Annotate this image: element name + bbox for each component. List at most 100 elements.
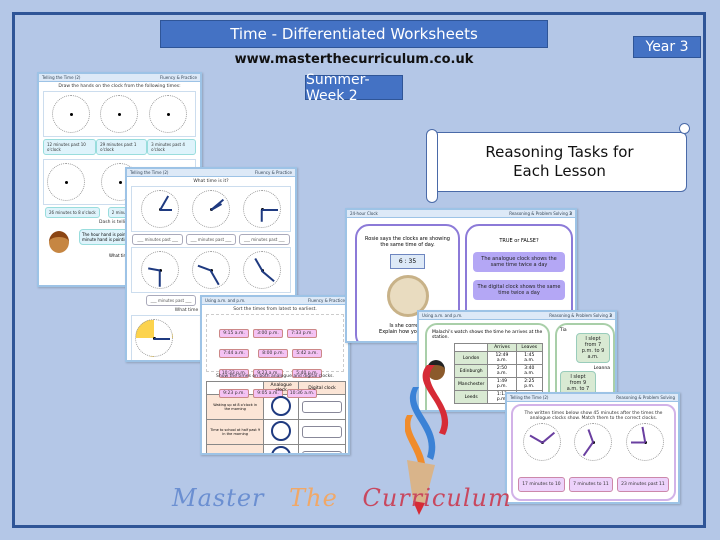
sheet-header: 24-hour Clock Reasoning & Problem Solving…: [347, 210, 575, 218]
year-badge: Year 3: [633, 36, 701, 58]
clock-icon: [522, 423, 561, 461]
signature-word: Master: [172, 484, 265, 512]
time-label[interactable]: 17 minutes to 10: [518, 477, 565, 492]
sheet-header-right: Fluency & Practice: [159, 75, 197, 80]
master-the-curriculum-signature: Master The Curriculum: [172, 484, 512, 512]
sheet-header: Telling the Time (2) Reasoning & Problem …: [507, 394, 678, 402]
digital-answer-box[interactable]: [301, 401, 342, 413]
clock-icon: [242, 251, 281, 289]
row-label: Time to school at half past 9 in the mor…: [205, 419, 265, 445]
statement: Rosie says the clocks are showing the sa…: [365, 236, 450, 248]
worksheet-sort-times: Using a.m. and p.m.Fluency & Practice So…: [200, 295, 350, 455]
clock-icon: [574, 423, 613, 461]
sheet-header: Using a.m. and p.m.Reasoning & Problem S…: [419, 312, 615, 320]
title-banner: Time - Differentiated Worksheets: [160, 20, 548, 48]
shaded-clock-icon: [135, 319, 173, 357]
answer-row: ___ minutes past ___ ___ minutes past __…: [131, 234, 291, 245]
week-text: Summer- Week 2: [306, 71, 370, 104]
row-label: Waking up at 8 o'clock in the morning: [205, 394, 265, 420]
slide-frame: [12, 12, 706, 528]
week-banner: Summer- Week 2: [305, 72, 403, 104]
clock-icon: [141, 190, 180, 228]
clock-row: [516, 423, 671, 461]
clock-icon: [626, 423, 665, 461]
digital-clock: 6 : 35: [389, 254, 426, 269]
pencil-logo-icon: [405, 365, 449, 515]
title-text: Time - Differentiated Worksheets: [230, 25, 478, 43]
sheet-header-left: Using a.m. and p.m.: [422, 313, 463, 318]
time-card[interactable]: 3:00 p.m.: [253, 329, 283, 338]
digital-answer-box[interactable]: [301, 451, 342, 453]
time-cards: 9:15 a.m. 3:00 p.m. 7:33 p.m. 7:44 a.m. 8:0…: [206, 314, 344, 398]
sheet-header-left: Telling the Time (2): [130, 170, 169, 175]
answer-box[interactable]: ___ minutes past ___: [132, 234, 183, 245]
time-card[interactable]: 9:15 a.m.: [219, 329, 249, 338]
time-card[interactable]: 5:42 a.m.: [292, 349, 323, 358]
answer-box[interactable]: ___ minutes past ___: [185, 234, 237, 245]
sheet-header-left: 24-hour Clock: [350, 211, 378, 216]
time-card[interactable]: 8:00 p.m.: [258, 349, 289, 358]
page-number: 3: [569, 211, 572, 216]
sheet-header-right: Reasoning & Problem Solving: [616, 395, 675, 400]
label-row: 17 minutes to 10 7 minutes to 11 23 minu…: [516, 477, 671, 492]
blank-clock-icon: [47, 163, 85, 201]
column-header: Arrives: [487, 343, 517, 352]
tf-statement: The analogue clock shows the same time t…: [473, 252, 565, 272]
year-text: Year 3: [645, 39, 689, 55]
label-row: 12 minutes past 10 o'clock 29 minutes pa…: [43, 139, 196, 155]
time-label: 29 minutes past 1 o'clock: [96, 139, 148, 155]
sheet-header-left: Telling the Time (2): [510, 395, 549, 400]
blank-clock-icon: [52, 95, 91, 133]
clock-row: [131, 247, 291, 293]
statement: Malachi's watch shows the time he arrive…: [432, 330, 543, 340]
callout-line2: Each Lesson: [513, 162, 606, 180]
sheet-header-right: Reasoning & Problem Solving: [509, 211, 568, 216]
sheet-header: Using a.m. and p.m. Fluency & Practice: [202, 297, 348, 305]
sheet-instruction: What time is it?: [193, 179, 229, 184]
time-card[interactable]: 5:40 p.m.: [292, 369, 323, 378]
worksheet-what-time: Telling the Time (2) Fluency & Practice W…: [125, 167, 297, 362]
column-header: Leaves: [515, 343, 544, 352]
match-panel: The written times below show 45 minutes …: [511, 404, 676, 501]
time-label[interactable]: 7 minutes to 11: [569, 477, 613, 492]
tf-title: TRUE or FALSE?: [499, 238, 539, 244]
time-card[interactable]: 10:36 a.m.: [287, 389, 317, 398]
time-card[interactable]: 9:23 a.m.: [253, 369, 283, 378]
signature-word: Curriculum: [362, 484, 512, 512]
time-card[interactable]: 9:05 a.m.: [253, 389, 283, 398]
clock-icon: [242, 190, 281, 228]
time-card[interactable]: 7:44 a.m.: [219, 349, 249, 358]
digital-answer-box[interactable]: [301, 426, 342, 438]
time-card[interactable]: 7:33 p.m.: [287, 329, 317, 338]
clock-icon: [141, 251, 180, 289]
sheet-header: Telling the Time (2) Fluency & Practice: [127, 169, 295, 177]
sheet-instruction: The written times below show 45 minutes …: [524, 411, 663, 421]
speech-bubble: I slept from 7 p.m. to 9 a.m.: [576, 333, 610, 363]
time-card[interactable]: 9:23 p.m.: [219, 389, 249, 398]
website-url[interactable]: www.masterthecurriculum.co.uk: [234, 52, 474, 67]
sheet-header-right: Fluency & Practice: [254, 170, 292, 175]
callout-line1: Reasoning Tasks for: [485, 142, 634, 161]
worksheet-match-clocks: Telling the Time (2) Reasoning & Problem …: [505, 392, 680, 504]
answer-box[interactable]: ___ minutes past ___: [238, 234, 290, 245]
character-name: Leanna: [593, 366, 610, 371]
sheet-header-left: Using a.m. and p.m.: [205, 298, 246, 303]
sheet-header-right: Fluency & Practice: [307, 298, 345, 303]
row-label: Lunch time is at quarter past 1 in the a…: [205, 444, 265, 453]
clock-icon: [191, 190, 230, 228]
reasoning-callout-scroll: Reasoning Tasks for Each Lesson: [426, 123, 690, 203]
time-label: 26 minutes to 8 o'clock: [45, 207, 100, 218]
sheet-header: Telling the Time (2) Fluency & Practice: [39, 74, 200, 82]
clock-row: [131, 186, 291, 232]
sheet-header-left: Telling the Time (2): [42, 75, 81, 80]
time-card[interactable]: 10:33 p.m.: [219, 369, 249, 378]
time-label: 3 minutes past 4 o'clock: [147, 139, 196, 155]
clock-row: [43, 91, 196, 137]
question: Explain how you know.: [379, 329, 436, 335]
page-number: 3: [609, 313, 612, 318]
answer-box[interactable]: ___ minutes past ___: [145, 295, 197, 306]
signature-word: The: [289, 484, 338, 512]
clock-icon: [191, 251, 230, 289]
time-label[interactable]: 23 minutes past 11: [617, 477, 669, 492]
question-text: What time...: [109, 253, 134, 258]
